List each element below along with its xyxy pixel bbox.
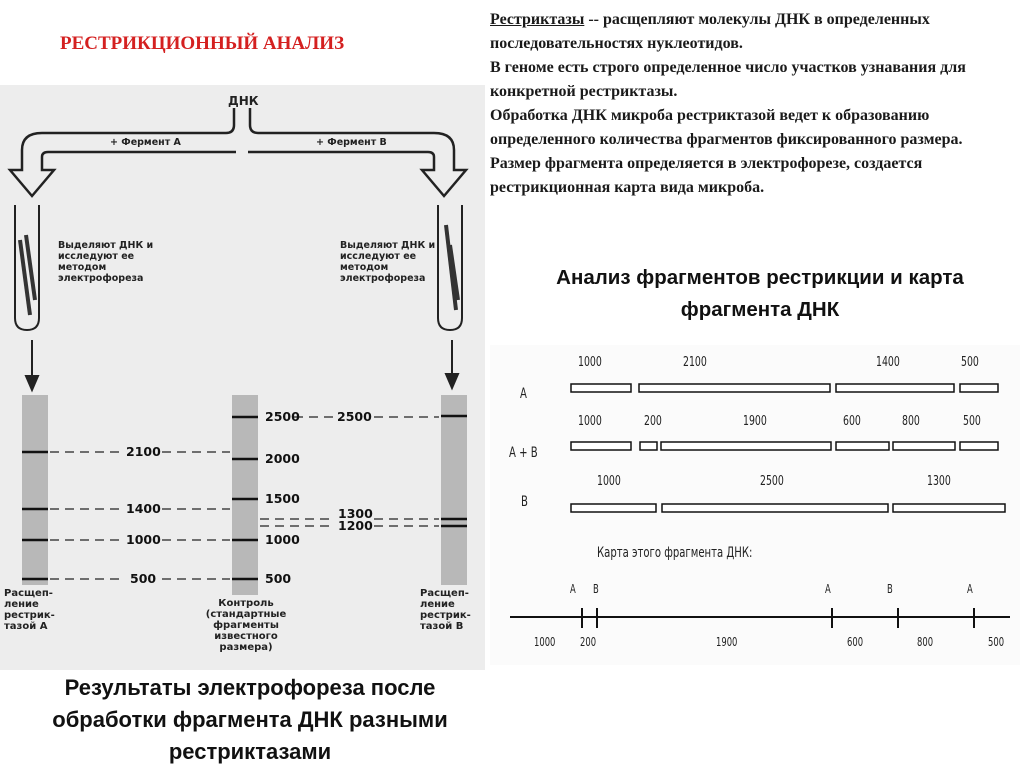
enzyme-b-label: + Фермент В <box>316 137 387 148</box>
frag-a-1 <box>570 383 632 393</box>
lane-a-gel <box>22 395 48 585</box>
description-text: Рестриктазы -- расщепляют молекулы ДНК в… <box>490 8 970 200</box>
ladder-1000: 1000 <box>265 532 300 547</box>
site-a1: A <box>570 582 576 596</box>
row-label-b: B <box>521 494 528 510</box>
size-a-1000: 1000 <box>578 355 602 370</box>
band-a-1000: 1000 <box>126 532 161 547</box>
size-a-1400: 1400 <box>876 355 900 370</box>
frag-a-2 <box>638 383 831 393</box>
frag-ab-1 <box>570 441 632 451</box>
tube-text-right: Выделяют ДНК и исследуют ее методом элек… <box>340 240 436 284</box>
ladder-500: 500 <box>265 571 292 586</box>
term-restriction-enzymes: Рестриктазы <box>490 11 585 28</box>
frag-b-3 <box>892 503 1006 513</box>
frag-ab-4 <box>835 441 890 451</box>
lane-control-gel <box>232 395 258 595</box>
frag-a-4 <box>959 383 999 393</box>
enzyme-a-label: + Фермент А <box>110 137 181 148</box>
row-label-a: A <box>520 386 527 402</box>
size-ab-500: 500 <box>963 414 981 429</box>
size-ab-1900: 1900 <box>743 414 767 429</box>
control-label: Контроль (стандартные фрагменты известно… <box>205 598 287 653</box>
frag-ab-5 <box>892 441 956 451</box>
band-a-500: 500 <box>130 571 157 586</box>
branch-arrow <box>7 108 469 198</box>
seg-800: 800 <box>917 635 934 649</box>
size-ab-1000: 1000 <box>578 414 602 429</box>
band-b-1200: 1200 <box>338 518 373 533</box>
down-arrows <box>24 340 460 393</box>
tube-text-left: Выделяют ДНК и исследуют ее методом элек… <box>58 240 154 284</box>
map-title: Карта этого фрагмента ДНК: <box>597 545 753 561</box>
size-b-1300: 1300 <box>927 474 951 489</box>
lane-b-gel <box>441 395 467 585</box>
seg-1900: 1900 <box>716 635 738 649</box>
frag-ab-6 <box>959 441 999 451</box>
band-a-2100: 2100 <box>126 444 161 459</box>
lane-a-bands <box>22 450 48 581</box>
ladder-2000: 2000 <box>265 451 300 466</box>
size-b-2500: 2500 <box>760 474 784 489</box>
description-line-2: В геноме есть строго определенное число … <box>490 59 966 100</box>
seg-500: 500 <box>988 635 1005 649</box>
control-bands <box>232 415 258 581</box>
size-ab-600: 600 <box>843 414 861 429</box>
site-a2: A <box>825 582 831 596</box>
size-a-2100: 2100 <box>683 355 707 370</box>
ladder-1500: 1500 <box>265 491 300 506</box>
size-a-500: 500 <box>961 355 979 370</box>
frag-ab-3 <box>660 441 832 451</box>
right-tube <box>437 205 463 332</box>
tube-dna-strands <box>18 224 460 316</box>
lane-b-label: Расщеп­ление рестрик­тазой В <box>420 588 471 632</box>
description-line-3: Обработка ДНК микроба рестриктазой ведет… <box>490 107 963 196</box>
caption: Результаты электрофореза после обработки… <box>52 675 448 764</box>
ladder-2500: 2500 <box>265 409 300 424</box>
site-b2: B <box>887 582 893 596</box>
frag-a-3 <box>835 383 955 393</box>
band-b-1300: 1300 <box>338 506 373 521</box>
size-b-1000: 1000 <box>597 474 621 489</box>
page-title: РЕСТРИКЦИОННЫЙ АНАЛИЗ <box>60 33 345 54</box>
frag-ab-2 <box>639 441 658 451</box>
frag-b-2 <box>661 503 889 513</box>
dna-map <box>510 608 1010 628</box>
row-label-ab: A + B <box>509 445 538 461</box>
test-tubes <box>14 205 463 332</box>
lane-a-label: Расщеп­ление рестрик­тазой А <box>4 588 55 632</box>
dna-label: ДНК <box>228 94 259 108</box>
right-title: Анализ фрагментов рестрикции и карта фра… <box>556 266 964 321</box>
seg-600: 600 <box>847 635 864 649</box>
dashed-connectors <box>50 416 439 580</box>
band-a-1400: 1400 <box>126 501 161 516</box>
site-b1: B <box>593 582 599 596</box>
site-a3: A <box>967 582 973 596</box>
frag-b-1 <box>570 503 657 513</box>
seg-1000: 1000 <box>534 635 556 649</box>
lane-b-bands <box>441 414 467 528</box>
seg-200: 200 <box>580 635 597 649</box>
band-b-2500: 2500 <box>337 409 372 424</box>
size-ab-200: 200 <box>644 414 662 429</box>
size-ab-800: 800 <box>902 414 920 429</box>
left-tube <box>14 205 40 332</box>
